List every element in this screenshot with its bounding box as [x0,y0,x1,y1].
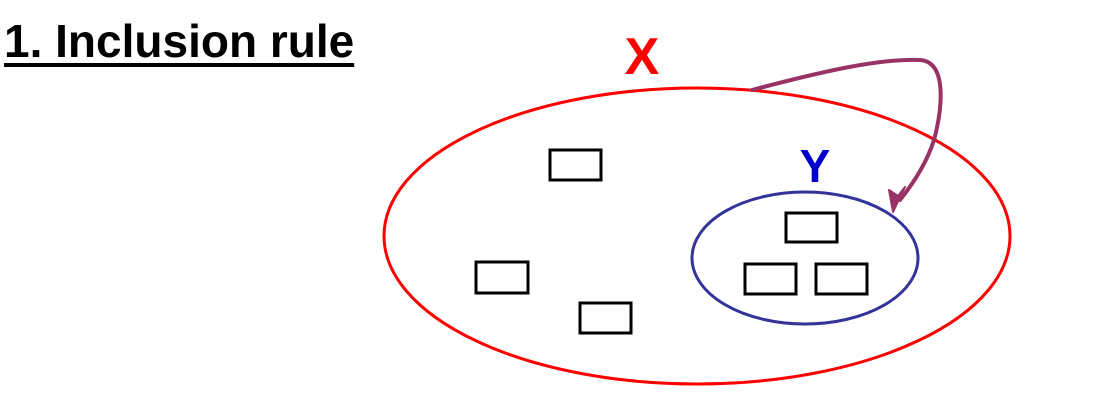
set-y-label: Y [800,140,831,192]
element-box [474,260,530,295]
set-y-ellipse [690,190,920,326]
arrow-head-icon [888,186,906,213]
element-box [548,148,603,182]
element-box [784,211,839,244]
element-box [743,262,798,296]
element-box [814,262,869,296]
set-x-label: X [625,28,660,86]
inclusion-arrow [750,57,943,202]
element-box [578,301,633,335]
page-title: 1. Inclusion rule [4,15,355,67]
set-x-ellipse [382,86,1012,386]
